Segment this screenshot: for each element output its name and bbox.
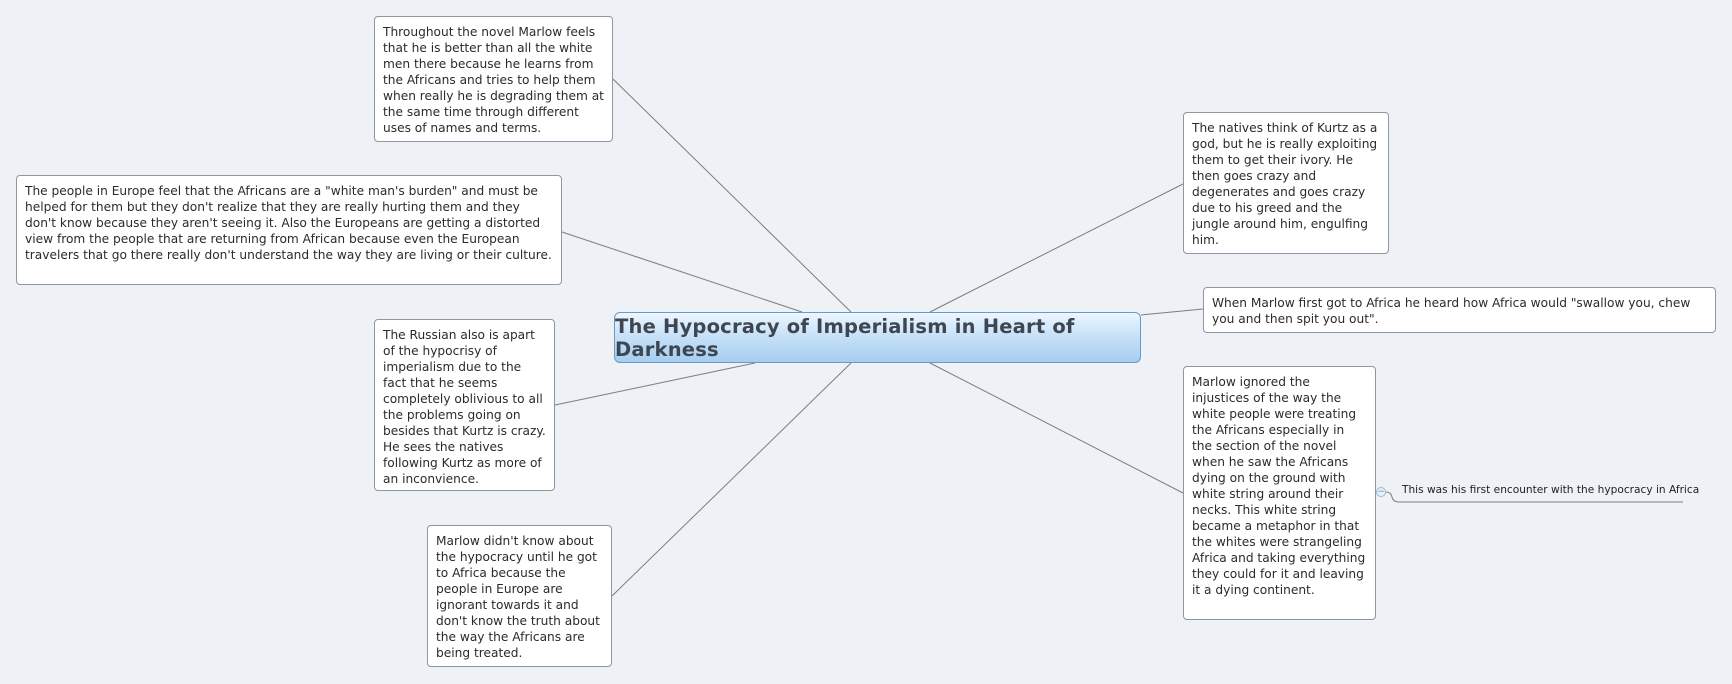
connector-injustices bbox=[929, 362, 1184, 494]
connector-europe bbox=[561, 231, 803, 313]
connector-white-men bbox=[612, 78, 852, 313]
connector-marlow-didnt-know bbox=[611, 362, 852, 597]
topic-swallow[interactable]: When Marlow first got to Africa he heard… bbox=[1203, 287, 1716, 333]
subtopic-first-encounter[interactable]: This was his first encounter with the hy… bbox=[1402, 484, 1700, 496]
central-topic[interactable]: The Hypocracy of Imperialism in Heart of… bbox=[614, 312, 1141, 363]
connector-russian bbox=[554, 362, 756, 406]
connector-swallow bbox=[1140, 308, 1204, 316]
topic-russian[interactable]: The Russian also is apart of the hypocri… bbox=[374, 319, 555, 491]
collapse-toggle-icon[interactable]: − bbox=[1376, 487, 1386, 497]
topic-marlow-didnt-know[interactable]: Marlow didn't know about the hypocracy u… bbox=[427, 525, 612, 667]
connector-natives-kurtz bbox=[929, 183, 1184, 313]
topic-injustices[interactable]: Marlow ignored the injustices of the way… bbox=[1183, 366, 1376, 620]
topic-europe[interactable]: The people in Europe feel that the Afric… bbox=[16, 175, 562, 285]
topic-natives-kurtz[interactable]: The natives think of Kurtz as a god, but… bbox=[1183, 112, 1389, 254]
connector-subtopic bbox=[1376, 491, 1683, 503]
topic-white-men[interactable]: Throughout the novel Marlow feels that h… bbox=[374, 16, 613, 142]
